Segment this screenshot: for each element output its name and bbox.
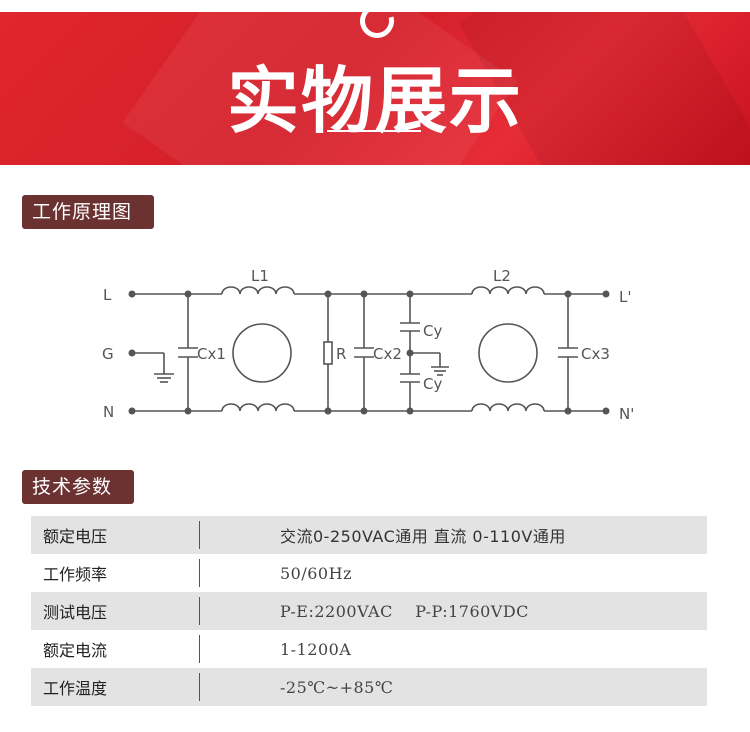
banner-logo-mark <box>353 12 401 45</box>
terminal-l-out-label: L' <box>619 288 631 306</box>
spec-row-voltage: 额定电压 交流0-250VAC通用 直流 0-110V通用 <box>31 516 707 554</box>
spec-row-temperature: 工作温度 -25℃~+85℃ <box>31 668 707 706</box>
spec-divider <box>199 559 200 587</box>
spec-label: 额定电压 <box>43 527 108 546</box>
inductor-l1-top <box>221 286 295 295</box>
inductor-l2-label: L2 <box>493 267 511 285</box>
spec-value: 交流0-250VAC通用 直流 0-110V通用 <box>280 527 566 546</box>
spec-divider <box>199 635 200 663</box>
inductor-l2-top <box>471 286 545 295</box>
terminal-l-label: L <box>103 286 112 304</box>
spec-row-test-voltage: 测试电压 P-E:2200VAC P-P:1760VDC <box>31 592 707 630</box>
banner-underline <box>327 130 421 132</box>
cx1-label: Cx1 <box>197 345 226 363</box>
terminal-n-label: N <box>103 403 114 421</box>
spec-value: P-E:2200VAC P-P:1760VDC <box>280 601 529 621</box>
inductor-l1-bottom <box>221 403 295 412</box>
spec-row-frequency: 工作频率 50/60Hz <box>31 554 707 592</box>
spec-divider <box>199 521 200 549</box>
inductor-l1-label: L1 <box>251 267 269 285</box>
specs-table: 额定电压 交流0-250VAC通用 直流 0-110V通用 工作频率 50/60… <box>31 516 707 706</box>
l1-core <box>232 323 292 383</box>
spec-label: 额定电流 <box>43 641 108 660</box>
terminal-n-out-label: N' <box>619 405 634 423</box>
terminal-g-label: G <box>102 345 114 363</box>
circuit-section-title: 工作原理图 <box>22 195 154 229</box>
banner: 实物展示 <box>0 12 750 165</box>
spec-value: 1-1200A <box>280 639 352 659</box>
spec-divider <box>199 673 200 701</box>
spec-row-current: 额定电流 1-1200A <box>31 630 707 668</box>
cy-top-label: Cy <box>423 322 442 340</box>
resistor-label: R <box>336 345 346 363</box>
spec-label: 测试电压 <box>43 603 108 622</box>
inductor-l2-bottom <box>471 403 545 412</box>
spec-value: -25℃~+85℃ <box>280 677 394 697</box>
spec-value: 50/60Hz <box>280 563 352 583</box>
cy-bottom-label: Cy <box>423 375 442 393</box>
spec-label: 工作温度 <box>43 679 108 698</box>
circuit-diagram: L G N L' N' L1 L2 Cx1 R Cx2 Cy Cy Cx3 <box>102 267 634 423</box>
cx2-label: Cx2 <box>373 345 402 363</box>
cx3-label: Cx3 <box>581 345 610 363</box>
spec-label: 工作频率 <box>43 565 108 584</box>
banner-title: 实物展示 <box>226 59 523 143</box>
l2-core <box>478 323 538 383</box>
spec-divider <box>199 597 200 625</box>
specs-section-title: 技术参数 <box>22 470 134 504</box>
